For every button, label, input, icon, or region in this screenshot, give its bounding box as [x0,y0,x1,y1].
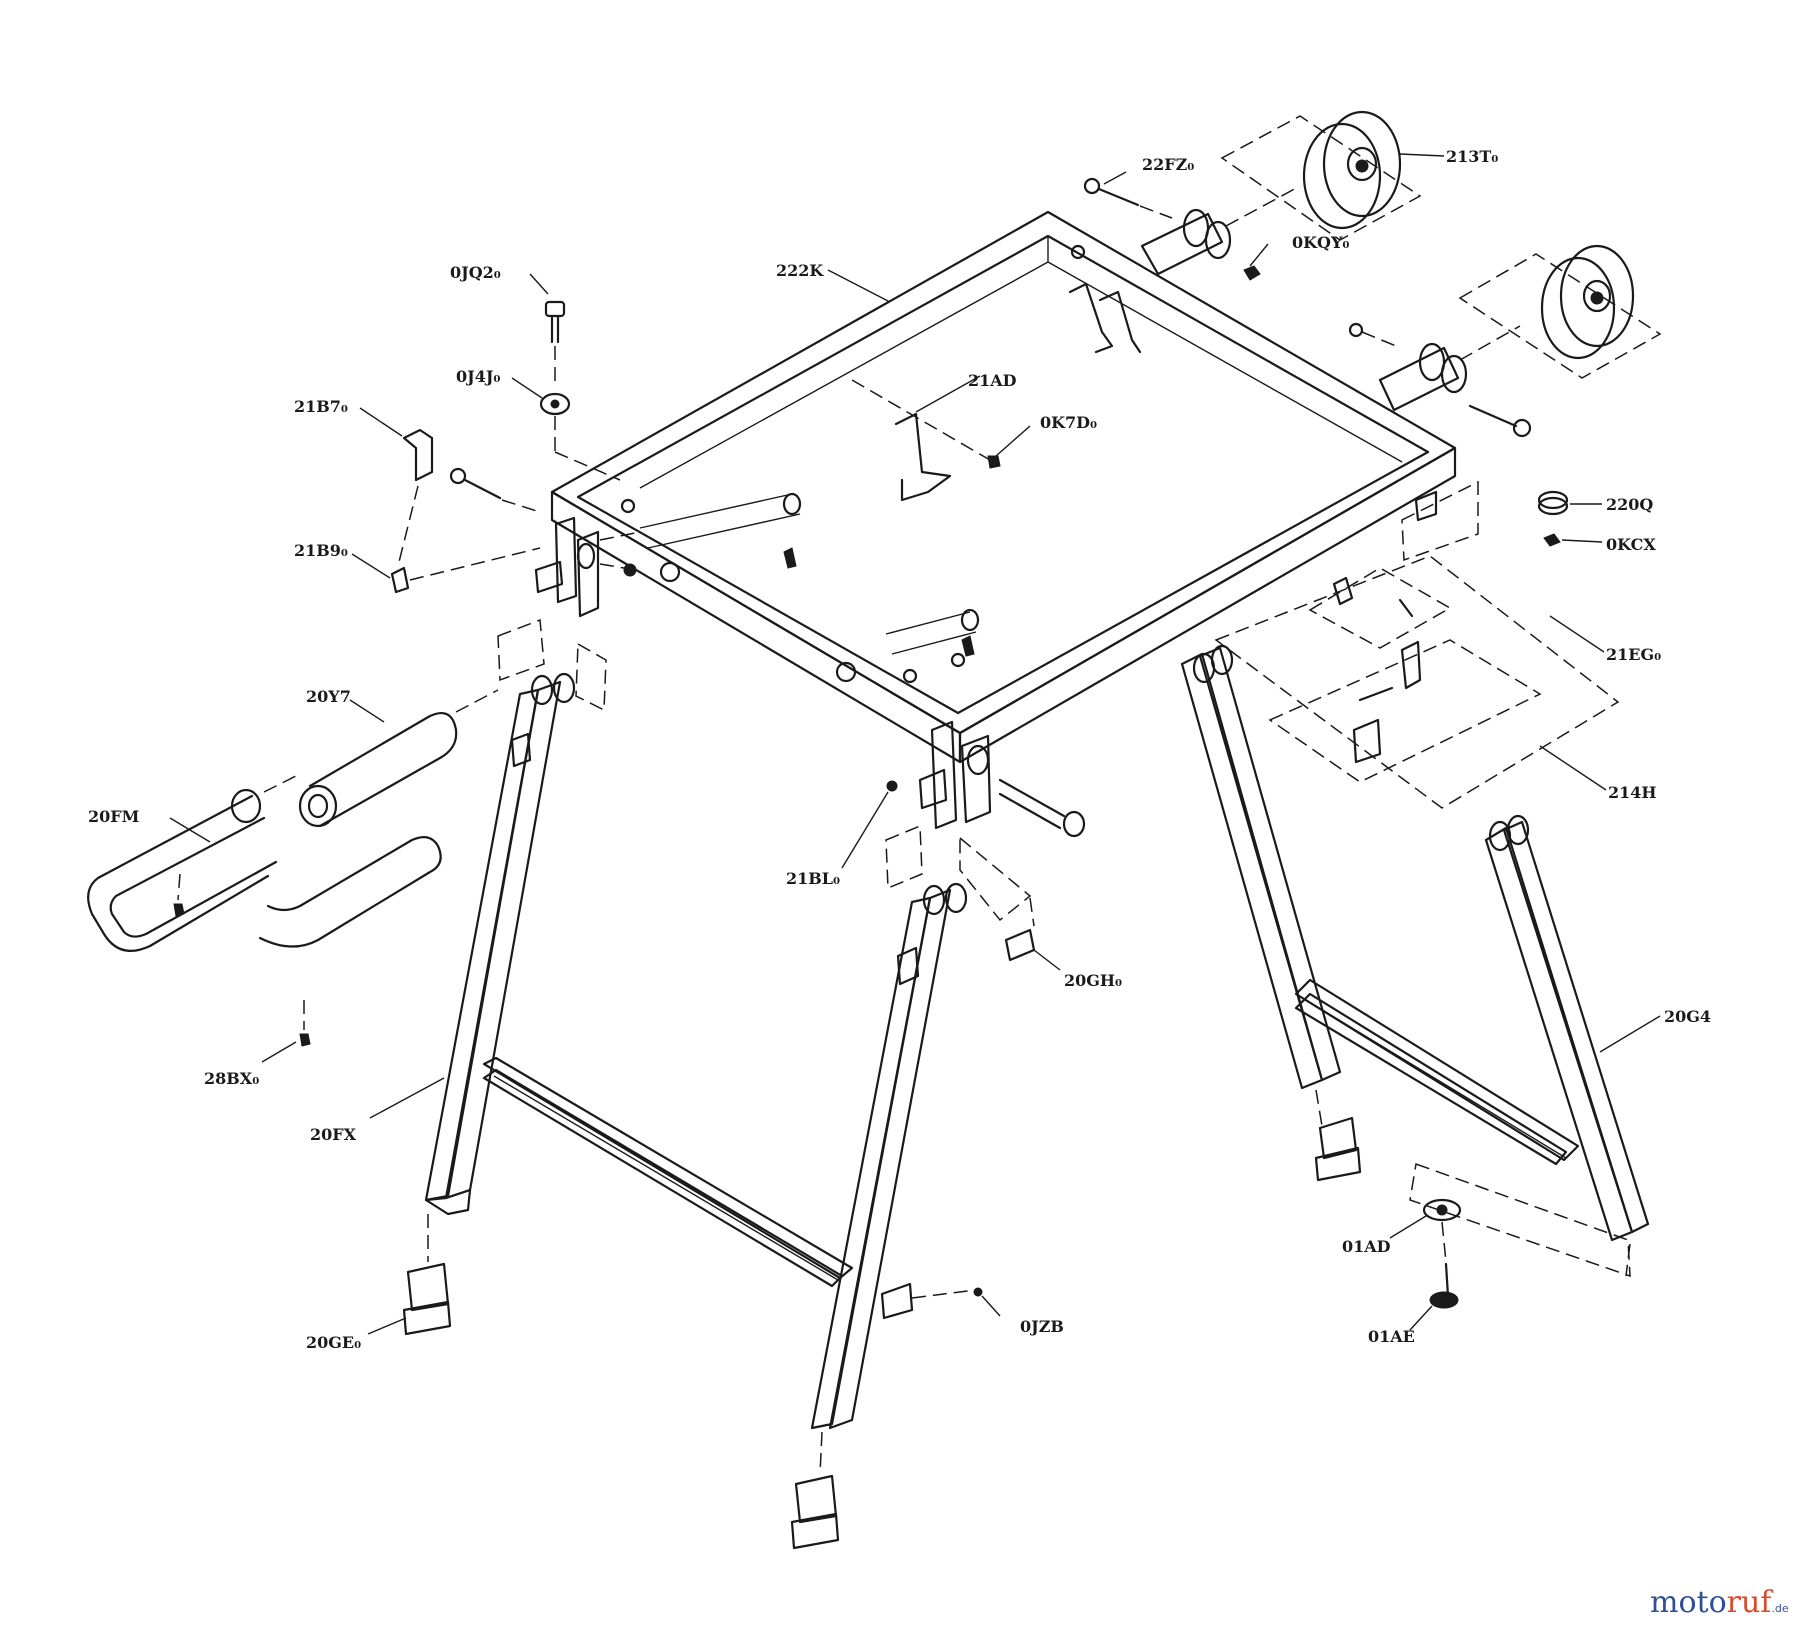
label-0JQ2: 0JQ2₀ [450,263,501,282]
label-220Q: 220Q [1606,495,1653,514]
axle-hardware [1083,177,1532,438]
left-leg-assembly [424,618,983,1430]
label-20GE: 20GE₀ [306,1333,361,1352]
label-20FM: 20FM [88,807,139,826]
label-20GH: 20GH₀ [1064,971,1122,990]
label-20FX: 20FX [310,1125,357,1144]
cross-tubes [599,492,980,657]
label-21EG: 21EG₀ [1606,645,1661,664]
label-21B9: 21B9₀ [294,541,348,560]
label-0KQY: 0KQY₀ [1292,233,1349,252]
watermark-text: motoruf.de [1650,1585,1789,1620]
watermark-logo: motoruf.de [1650,1585,1789,1620]
foot-right-front [790,1431,840,1550]
right-hardware [1214,480,1620,809]
inner-bracket [851,282,1142,502]
label-21BL: 21BL₀ [786,869,840,888]
label-20G4: 20G4 [1664,1007,1711,1026]
label-22FZ: 22FZ₀ [1142,155,1194,174]
label-0JZB: 0JZB [1020,1317,1064,1336]
label-0KCX: 0KCX [1606,535,1656,554]
left-clamp-parts [390,300,621,594]
label-01AE: 01AE [1368,1327,1415,1346]
leader-lines [169,153,1661,1335]
label-28BX: 28BX₀ [204,1069,259,1088]
label-21AD: 21AD [968,371,1017,390]
leveling-foot [1422,1198,1462,1309]
wheel-assembly-lower [1458,244,1662,379]
wheel-assembly-upper [1220,110,1422,241]
handle [87,689,499,1047]
foot-left-front [402,1214,452,1336]
right-leg-assembly [1180,644,1650,1278]
left-hinge [534,516,637,618]
label-21B7: 21B7₀ [294,397,348,416]
label-222K: 222K [776,261,824,280]
top-frame [550,210,1457,764]
label-0J4J: 0J4J₀ [456,367,500,386]
part-labels: 213T₀ 22FZ₀ 0KQY₀ 222K 0JQ2₀ 0J4J₀ 21B7₀… [88,147,1711,1352]
front-hinge [885,720,1086,962]
axle-brackets [1140,185,1521,412]
label-214H: 214H [1608,783,1657,802]
foot-rear [1314,1089,1362,1182]
label-213T: 213T₀ [1446,147,1498,166]
label-01AD: 01AD [1342,1237,1391,1256]
label-20Y7: 20Y7 [306,687,351,706]
label-0K7D: 0K7D₀ [1040,413,1097,432]
